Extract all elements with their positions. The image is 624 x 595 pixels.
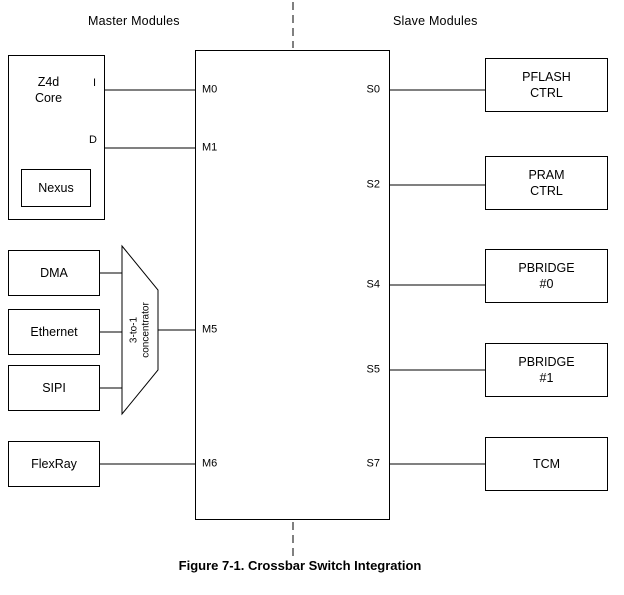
- port-s4: S4: [366, 278, 380, 291]
- pbridge-0-box: PBRIDGE #0: [485, 249, 608, 303]
- pbridge-1-box: PBRIDGE #1: [485, 343, 608, 397]
- ethernet-box: Ethernet: [8, 309, 100, 355]
- pflash-ctrl-label: PFLASH CTRL: [522, 69, 571, 100]
- port-s2: S2: [366, 178, 380, 191]
- port-m5: M5: [202, 323, 218, 336]
- dma-label: DMA: [40, 265, 68, 280]
- sipi-box: SIPI: [8, 365, 100, 411]
- port-s7: S7: [366, 457, 380, 470]
- pbridge-1-label: PBRIDGE #1: [518, 354, 575, 385]
- port-m1: M1: [202, 141, 218, 154]
- pram-ctrl-label: PRAM CTRL: [528, 167, 565, 198]
- concentrator-label: 3-to-1 concentrator: [128, 302, 152, 358]
- figure-caption: Figure 7-1. Crossbar Switch Integration: [178, 558, 422, 573]
- ethernet-label: Ethernet: [30, 324, 78, 339]
- tcm-box: TCM: [485, 437, 608, 491]
- instruction-bus-label: I: [93, 77, 97, 89]
- pram-ctrl-box: PRAM CTRL: [485, 156, 608, 210]
- crossbar-switch-box: [195, 50, 390, 520]
- port-m0: M0: [202, 83, 218, 96]
- port-m6: M6: [202, 457, 218, 470]
- port-s5: S5: [366, 363, 380, 376]
- dma-box: DMA: [8, 250, 100, 296]
- nexus-label: Nexus: [38, 181, 74, 195]
- z4d-core-label: Z4d Core: [34, 75, 63, 106]
- port-s0: S0: [366, 83, 380, 96]
- nexus-box: Nexus: [21, 169, 91, 207]
- flexray-label: FlexRay: [31, 456, 77, 471]
- pflash-ctrl-box: PFLASH CTRL: [485, 58, 608, 112]
- master-modules-title: Master Modules: [88, 14, 180, 28]
- sipi-label: SIPI: [42, 380, 66, 395]
- z4d-core-box: Z4d Core Nexus: [8, 55, 105, 220]
- tcm-label: TCM: [532, 456, 561, 471]
- flexray-box: FlexRay: [8, 441, 100, 487]
- data-bus-label: D: [89, 134, 97, 146]
- slave-modules-title: Slave Modules: [393, 14, 478, 28]
- pbridge-0-label: PBRIDGE #0: [518, 260, 575, 291]
